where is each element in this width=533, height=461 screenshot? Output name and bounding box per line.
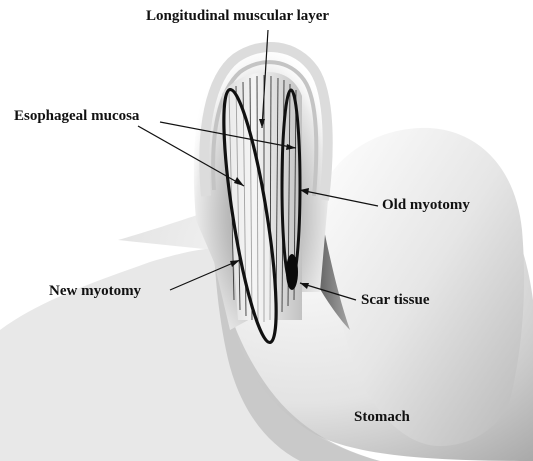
label-scar-tissue: Scar tissue	[361, 293, 429, 308]
scar-tissue-mark	[286, 254, 298, 290]
label-old-myotomy: Old myotomy	[382, 198, 470, 213]
label-longitudinal-muscular-layer: Longitudinal muscular layer	[146, 9, 329, 24]
label-stomach: Stomach	[354, 410, 410, 425]
label-new-myotomy: New myotomy	[49, 284, 141, 299]
label-esophageal-mucosa: Esophageal mucosa	[14, 109, 139, 124]
